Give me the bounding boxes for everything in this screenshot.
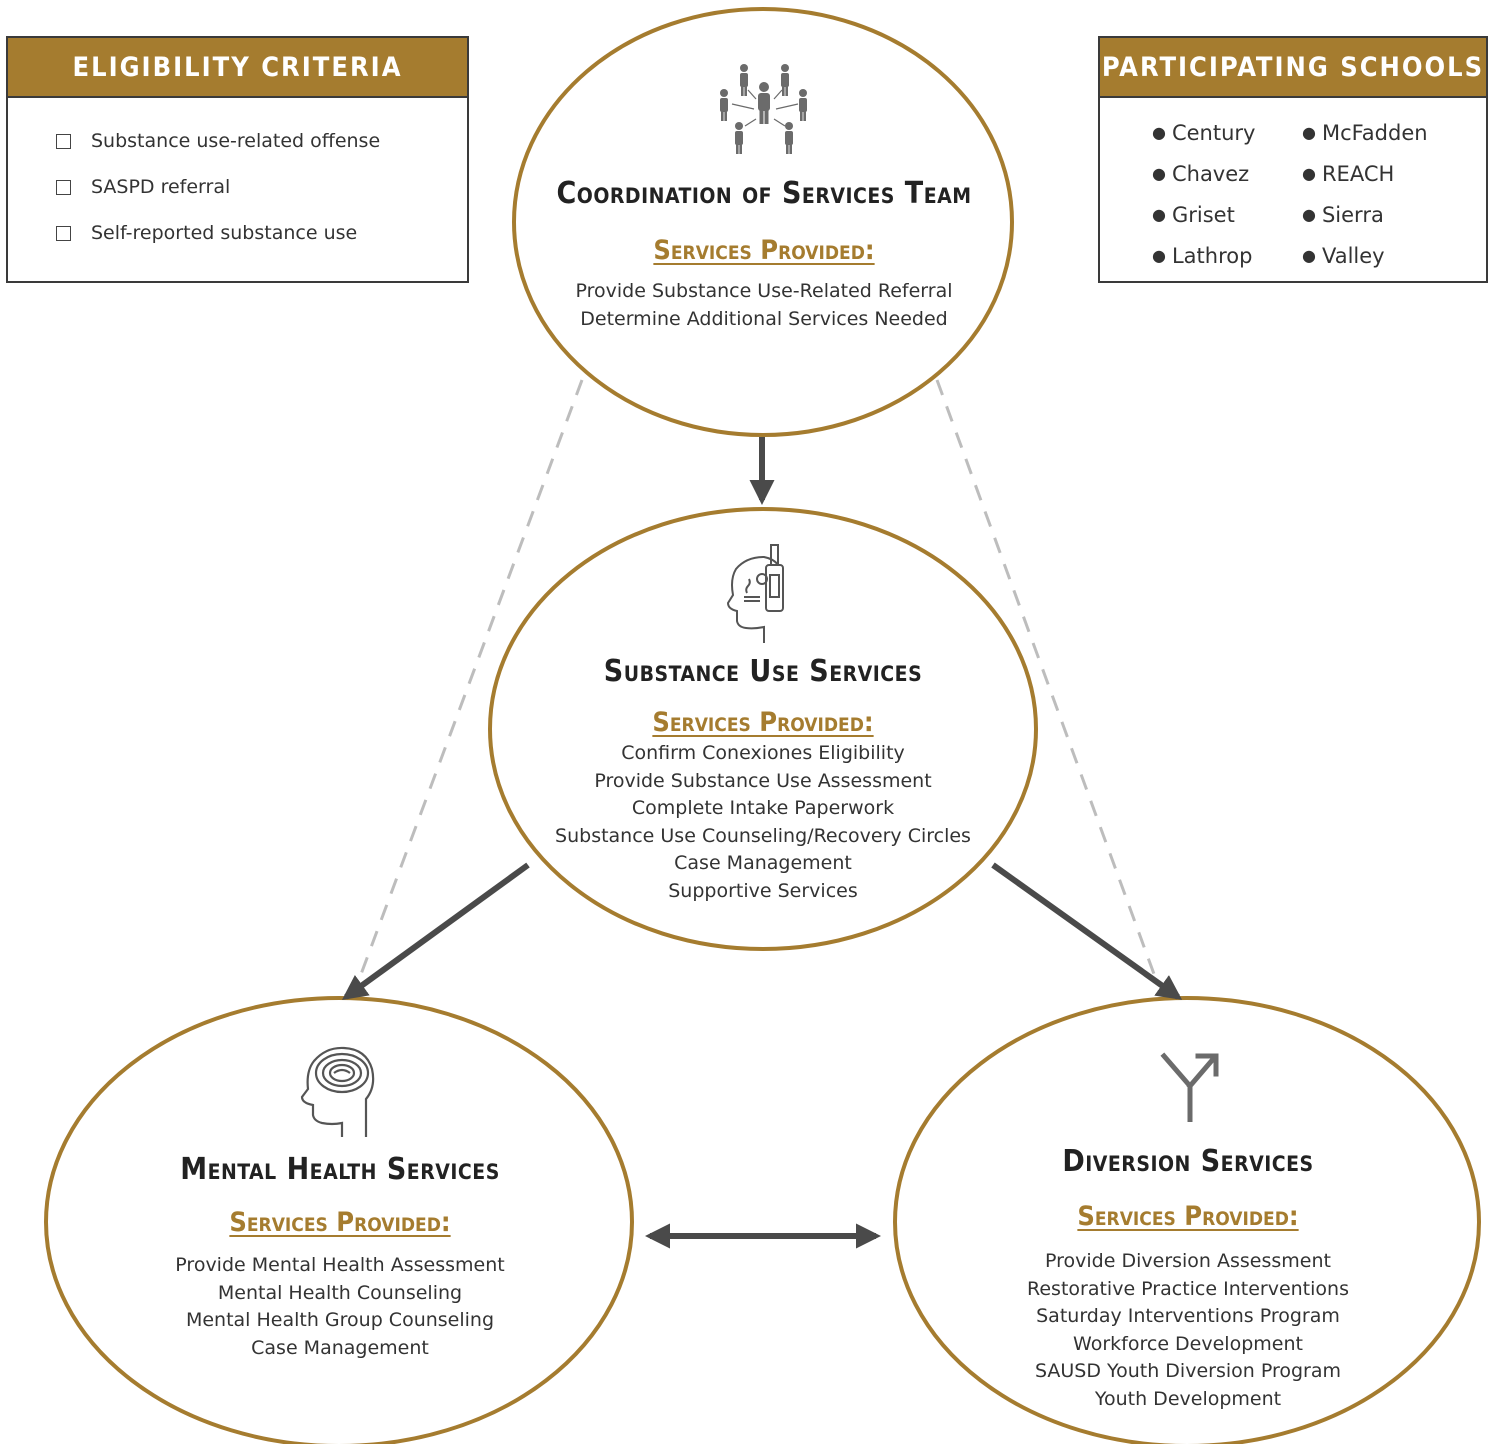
people-network-icon (720, 64, 807, 154)
substance-services: Confirm Conexiones Eligibility Provide S… (490, 740, 1036, 905)
mental-subtitle: Services Provided: (229, 1207, 451, 1238)
school-item: ●Century (1152, 120, 1256, 145)
criteria-label: Substance use-related offense (91, 130, 381, 152)
service-item: Case Management (674, 852, 852, 874)
checkbox-icon[interactable] (56, 225, 71, 241)
coordination-node: Coordination of Services Team Services P… (514, 176, 1014, 333)
service-item: Mental Health Counseling (217, 1281, 463, 1304)
service-item: SAUSD Youth Diversion Program (1034, 1360, 1342, 1382)
substance-node: Substance Use Services Services Provided… (490, 654, 1036, 905)
service-item: Provide Mental Health Assessment (175, 1254, 505, 1276)
eligibility-list: Substance use-related offense SASPD refe… (8, 98, 467, 256)
diversion-subtitle: Services Provided: (1077, 1201, 1299, 1232)
diversion-services: Provide Diversion Assessment Restorative… (928, 1248, 1448, 1413)
checkbox-icon[interactable] (56, 133, 71, 149)
mental-title: Mental Health Services (180, 1152, 500, 1187)
mental-node: Mental Health Services Services Provided… (80, 1152, 600, 1362)
service-item: Supportive Services (668, 879, 858, 902)
service-item: Case Management (251, 1336, 429, 1359)
school-item: ●Valley (1302, 243, 1385, 268)
criteria-item: Self-reported substance use (56, 210, 467, 256)
service-item: Provide Substance Use-Related Referral (575, 280, 953, 302)
eligibility-criteria-box: ELIGIBILITY CRITERIA Substance use-relat… (6, 36, 469, 283)
service-item: Workforce Development (1073, 1332, 1303, 1355)
substance-ellipse (488, 507, 1038, 951)
coordination-subtitle: Services Provided: (653, 235, 875, 266)
fork-arrow-icon (1160, 1052, 1219, 1122)
criteria-item: SASPD referral (56, 164, 467, 210)
service-item: Provide Substance Use Assessment (594, 769, 932, 792)
service-item: Restorative Practice Interventions (1027, 1277, 1349, 1300)
school-item: ●REACH (1302, 161, 1395, 186)
school-item: ●Griset (1152, 202, 1235, 227)
criteria-item: Substance use-related offense (56, 118, 467, 164)
head-bottle-icon (726, 544, 784, 643)
school-item: ●Lathrop (1152, 243, 1253, 268)
substance-subtitle: Services Provided: (652, 707, 874, 738)
coordination-services: Provide Substance Use-Related Referral D… (514, 278, 1014, 333)
diversion-node: Diversion Services Services Provided: Pr… (928, 1144, 1448, 1413)
coordination-ellipse (512, 7, 1014, 437)
mental-services: Provide Mental Health Assessment Mental … (80, 1252, 600, 1362)
service-item: Confirm Conexiones Eligibility (621, 742, 905, 764)
service-item: Provide Diversion Assessment (1045, 1250, 1331, 1272)
diversion-ellipse (893, 996, 1481, 1444)
dashed-connector-left (355, 379, 584, 986)
criteria-label: SASPD referral (91, 176, 231, 198)
mental-ellipse (44, 996, 634, 1444)
schools-header: PARTICIPATING SCHOOLS (1100, 38, 1486, 98)
service-item: Mental Health Group Counseling (185, 1309, 495, 1331)
school-item: ●Chavez (1152, 161, 1250, 186)
eligibility-header: ELIGIBILITY CRITERIA (8, 38, 467, 98)
substance-title: Substance Use Services (603, 654, 923, 689)
criteria-label: Self-reported substance use (91, 222, 358, 244)
head-brain-icon (300, 1046, 375, 1137)
service-item: Complete Intake Paperwork (631, 797, 895, 819)
arrow-substance-to-mental (341, 862, 530, 1000)
participating-schools-box: PARTICIPATING SCHOOLS ●Century ●McFadden… (1098, 36, 1488, 283)
school-item: ●McFadden (1302, 120, 1428, 145)
service-item: Saturday Interventions Program (1036, 1305, 1340, 1327)
checkbox-icon[interactable] (56, 179, 71, 195)
diversion-title: Diversion Services (1062, 1144, 1314, 1179)
service-item: Substance Use Counseling/Recovery Circle… (555, 824, 971, 847)
school-item: ●Sierra (1302, 202, 1384, 227)
service-item: Determine Additional Services Needed (580, 307, 948, 330)
service-item: Youth Development (1094, 1387, 1282, 1410)
arrow-substance-to-diversion (991, 862, 1183, 1000)
coordination-title: Coordination of Services Team (556, 176, 972, 211)
schools-list: ●Century ●McFadden ●Chavez ●REACH ●Grise… (1100, 98, 1486, 276)
dashed-connector-right (935, 379, 1160, 986)
